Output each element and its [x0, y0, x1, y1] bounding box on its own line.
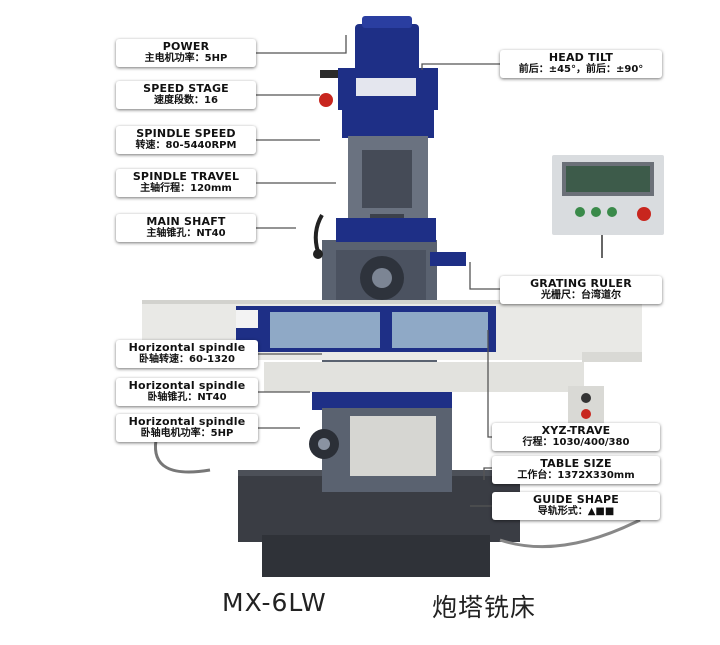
machine-head	[313, 16, 438, 259]
callout-grating-ruler-en: GRATING RULER	[530, 277, 632, 290]
callout-main-shaft-cn: 主轴锥孔：NT40	[146, 228, 226, 239]
callout-table-size-cn: 工作台：1372X330mm	[517, 470, 635, 481]
callout-table-size-en: TABLE SIZE	[540, 457, 612, 470]
callout-spindle-speed-cn: 转速：80-5440RPM	[135, 140, 237, 151]
callout-xyz-travel-en: XYZ-TRAVE	[541, 424, 611, 437]
callout-hs-power-en: Horizontal spindle	[128, 415, 246, 428]
callout-head-tilt-en: HEAD TILT	[548, 51, 614, 64]
callout-head-tilt: HEAD TILT 前后：±45°，前后：±90°	[500, 50, 662, 78]
leader-xyz	[487, 330, 492, 438]
callout-horizontal-spindle-taper: Horizontal spindle 卧轴锥孔：NT40	[116, 378, 258, 406]
callout-grating-ruler: GRATING RULER 光栅尺：台湾道尔	[500, 276, 662, 304]
callout-horizontal-spindle-speed: Horizontal spindle 卧轴转速：60-1320	[116, 340, 258, 368]
callout-spindle-travel-en: SPINDLE TRAVEL	[132, 170, 240, 183]
machine-name: 炮塔铣床	[432, 593, 537, 622]
callout-guide-shape: GUIDE SHAPE 导轨形式：▲■■	[492, 492, 660, 520]
callout-guide-shape-en: GUIDE SHAPE	[533, 493, 619, 506]
callout-hs-power-cn: 卧轴电机功率：5HP	[140, 428, 234, 439]
callout-xyz-travel-cn: 行程：1030/400/380	[522, 437, 630, 448]
leader-power	[256, 35, 347, 54]
callout-head-tilt-cn: 前后：±45°，前后：±90°	[518, 64, 644, 75]
callout-power-en: POWER	[162, 40, 210, 53]
callout-speed-stage-cn: 速度段数：16	[154, 95, 218, 106]
callout-spindle-speed: SPINDLE SPEED 转速：80-5440RPM	[116, 126, 256, 154]
leader-table-size	[483, 467, 492, 480]
leader-lines	[256, 35, 500, 507]
callout-hs-taper-cn: 卧轴锥孔：NT40	[147, 392, 227, 403]
callout-horizontal-spindle-power: Horizontal spindle 卧轴电机功率：5HP	[116, 414, 258, 442]
callout-speed-stage: SPEED STAGE 速度段数：16	[116, 81, 256, 109]
callout-spindle-travel-cn: 主轴行程：120mm	[140, 183, 232, 194]
callout-spindle-travel: SPINDLE TRAVEL 主轴行程：120mm	[116, 169, 256, 197]
callout-main-shaft-en: MAIN SHAFT	[146, 215, 226, 228]
callout-hs-speed-cn: 卧轴转速：60-1320	[139, 354, 235, 365]
callout-hs-taper-en: Horizontal spindle	[128, 379, 246, 392]
machine-knee	[153, 362, 641, 549]
callout-table-size: TABLE SIZE 工作台：1372X330mm	[492, 456, 660, 484]
callout-guide-shape-cn: 导轨形式：▲■■	[537, 506, 615, 517]
callout-spindle-speed-en: SPINDLE SPEED	[136, 127, 236, 140]
leader-grating-ruler	[469, 262, 500, 290]
callout-power: POWER 主电机功率：5HP	[116, 39, 256, 67]
leader-head-tilt	[421, 63, 500, 70]
callout-hs-speed-en: Horizontal spindle	[128, 341, 246, 354]
model-number: MX-6LW	[222, 588, 327, 617]
callout-speed-stage-en: SPEED STAGE	[143, 82, 229, 95]
callout-grating-ruler-cn: 光栅尺：台湾道尔	[541, 290, 621, 301]
dro-display	[552, 155, 664, 258]
callout-main-shaft: MAIN SHAFT 主轴锥孔：NT40	[116, 214, 256, 242]
callout-power-cn: 主电机功率：5HP	[144, 53, 228, 64]
callout-xyz-travel: XYZ-TRAVE 行程：1030/400/380	[492, 423, 660, 451]
